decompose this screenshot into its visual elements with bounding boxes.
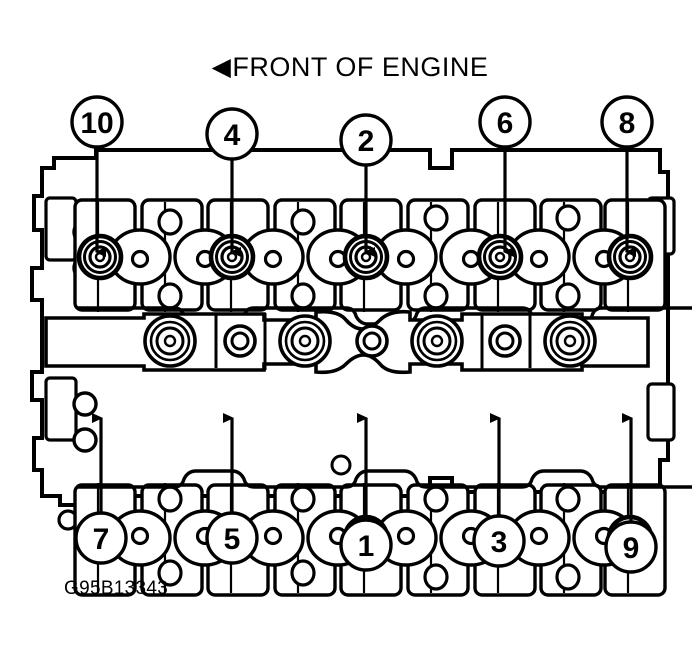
bottom-rocker-bank: [73, 454, 692, 597]
callout-1[interactable]: 1: [339, 413, 393, 572]
front-of-engine-text: FRONT OF ENGINE: [232, 52, 489, 82]
callout-2[interactable]: 2: [339, 113, 393, 257]
callout-5[interactable]: 5: [205, 413, 259, 565]
callout-9-label: 9: [623, 532, 640, 565]
callout-4[interactable]: 4: [205, 107, 259, 257]
callout-8-label: 8: [619, 107, 636, 140]
front-of-engine-label: ◀FRONT OF ENGINE: [0, 52, 700, 83]
callout-10-label: 10: [80, 107, 113, 140]
bottom-oil-holes: [157, 485, 581, 591]
callout-7-label: 7: [93, 523, 110, 556]
callout-1-label: 1: [358, 530, 375, 563]
callout-4-label: 4: [224, 119, 241, 152]
callout-3[interactable]: 3: [472, 413, 526, 568]
callout-6[interactable]: 6: [478, 95, 532, 257]
callout-2-label: 2: [358, 125, 375, 158]
callout-3-label: 3: [491, 526, 508, 559]
top-oil-holes: [157, 204, 581, 310]
callout-7[interactable]: 7: [74, 413, 128, 565]
figure-id-label: G95B13343: [64, 578, 169, 599]
callout-10[interactable]: 10: [70, 95, 124, 257]
bottom-callouts: 7 5 1 3 9: [74, 413, 658, 574]
callout-6-label: 6: [497, 107, 514, 140]
center-spark-plug-band: [44, 309, 650, 375]
left-arrow-icon: ◀: [211, 53, 232, 81]
callout-9[interactable]: 9: [604, 413, 658, 574]
callout-5-label: 5: [224, 523, 241, 556]
callout-8[interactable]: 8: [600, 95, 654, 257]
top-callouts: 10 4 2 6 8: [70, 95, 654, 257]
